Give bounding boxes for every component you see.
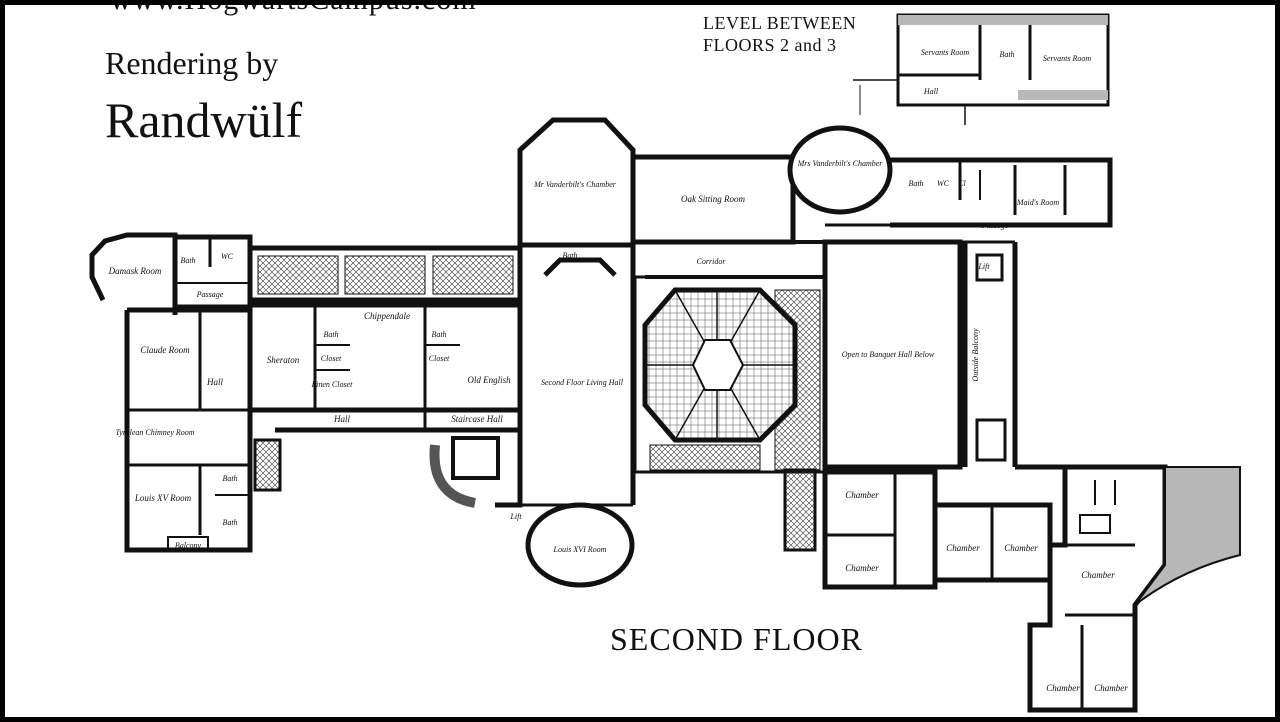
label-mr-vanderbilt: Mr Vanderbilt's Chamber	[533, 180, 617, 189]
label-passage-west: Passage	[196, 290, 224, 299]
label-linen: Linen Closet	[311, 380, 353, 389]
plan-drawing: Servants Room Bath Servants Room Hall	[89, 13, 1241, 713]
label-open-banquet: Open to Banquet Hall Below	[842, 350, 935, 359]
artist-name: Randwülf	[105, 92, 303, 148]
label-wc-west: WC	[221, 252, 234, 261]
label-bath-lxv-2: Bath	[222, 518, 237, 527]
label-chamber-6: Chamber	[1046, 683, 1080, 693]
label-louis-xv: Louis XV Room	[134, 493, 192, 503]
label-damask: Damask Room	[108, 266, 162, 276]
label-closet-1: Closet	[321, 354, 342, 363]
label-bath-oe: Bath	[431, 330, 446, 339]
inset-plan	[853, 13, 1110, 125]
label-bath-mid: Bath	[323, 330, 338, 339]
label-chamber-3: Chamber	[946, 543, 980, 553]
label-lift-sw: Lift	[509, 512, 522, 521]
skylight	[633, 275, 827, 552]
louis-xvi-room-outline	[525, 502, 635, 588]
label-passage-east: Passage	[981, 221, 1009, 230]
inset-title-line1: LEVEL BETWEEN	[703, 13, 857, 33]
floor-title: SECOND FLOOR	[610, 621, 863, 657]
label-chippendale: Chippendale	[364, 311, 410, 321]
label-damask-text: Damask Room	[108, 266, 162, 276]
website-url: www.HogwartsCampus.com	[110, 5, 477, 17]
label-sheraton: Sheraton	[267, 355, 300, 365]
label-lift-east: Lift	[977, 262, 990, 271]
label-louis-xvi: Louis XVI Room	[553, 545, 607, 554]
label-bath-mr: Bath	[562, 251, 577, 260]
shaded-terrace	[1134, 466, 1241, 606]
label-closet-2: Closet	[429, 354, 450, 363]
label-cl-mrs: Cl	[958, 179, 966, 188]
inset-bath: Bath	[999, 50, 1014, 59]
label-corridor: Corridor	[697, 257, 727, 266]
label-bath-mrs: Bath	[908, 179, 923, 188]
label-claude: Claude Room	[140, 345, 190, 355]
label-oak-sitting: Oak Sitting Room	[681, 194, 745, 204]
label-outside-balcony: Outside Balcony	[971, 328, 980, 382]
label-tyrolean: Tyrolean Chimney Room	[115, 428, 194, 437]
inset-title: LEVEL BETWEEN FLOORS 2 and 3	[703, 12, 856, 56]
label-mrs-vanderbilt: Mrs Vanderbilt's Chamber	[797, 159, 884, 168]
label-chamber-2: Chamber	[845, 563, 879, 573]
terrace-strip	[247, 245, 523, 492]
label-chamber-5: Chamber	[1081, 570, 1115, 580]
guest-rooms-walls	[247, 302, 523, 508]
label-chamber-4: Chamber	[1004, 543, 1038, 553]
label-maids-room: Maid's Room	[1016, 198, 1060, 207]
label-chamber-7: Chamber	[1094, 683, 1128, 693]
label-old-english: Old English	[467, 375, 511, 385]
inset-hall: Hall	[923, 87, 939, 96]
label-hall-west: Hall	[206, 377, 224, 387]
label-bath-west: Bath	[180, 256, 195, 265]
inset-servants-room-right: Servants Room	[1043, 54, 1091, 63]
rendering-credit: Rendering by	[105, 45, 279, 81]
label-living-hall: Second Floor Living Hall	[541, 378, 624, 387]
label-wc-mrs: WC	[937, 179, 950, 188]
mrs-vanderbilt-chamber-outline	[787, 125, 893, 215]
inset-servants-room-left: Servants Room	[921, 48, 969, 57]
floor-plan-canvas: www.HogwartsCampus.com Rendering by Rand…	[5, 5, 1275, 717]
label-chamber-1: Chamber	[845, 490, 879, 500]
label-balcony: Balcony	[175, 541, 202, 550]
inset-title-line2: FLOORS 2 and 3	[703, 35, 837, 55]
label-hall-center: Hall	[333, 414, 351, 424]
label-bath-lxv-1: Bath	[222, 474, 237, 483]
south-east-walls	[822, 464, 1168, 713]
east-wing-walls	[822, 157, 1113, 470]
label-staircase-hall: Staircase Hall	[451, 414, 503, 424]
west-wing-walls	[89, 232, 253, 553]
